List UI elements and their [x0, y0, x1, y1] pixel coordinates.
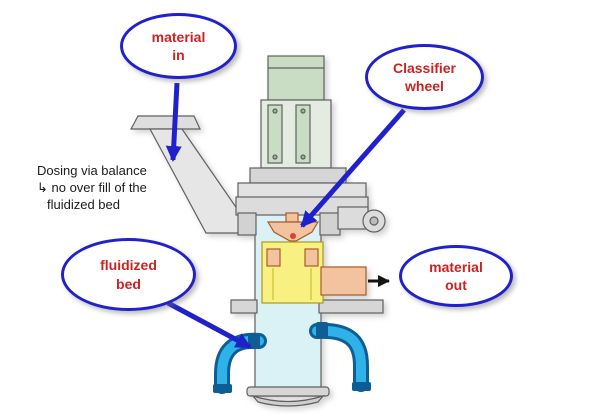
dosing-note-line3: fluidized bed: [47, 197, 120, 212]
mid-flange: [230, 299, 384, 314]
outlet-pipe: [320, 266, 367, 296]
arrow-material-in: [165, 82, 182, 162]
callout-fluidized-bed-line1: fluidized: [100, 257, 157, 274]
grinding-chamber: [261, 241, 324, 304]
vessel: [246, 211, 330, 407]
callout-material-out: material out: [399, 245, 513, 307]
callout-material-out-line1: material: [429, 258, 483, 275]
callout-material-in-line2: in: [172, 47, 185, 63]
dosing-note-line2: ↳ no over fill of the: [37, 180, 147, 195]
arrow-fluidized-bed: [166, 300, 252, 350]
machine-drawing: [129, 55, 386, 407]
callout-fluidized-bed-line2: bed: [116, 275, 141, 292]
callout-material-in: material in: [120, 13, 237, 79]
motor: [260, 55, 332, 169]
callout-classifier-wheel-line1: Classifier: [392, 59, 457, 76]
dosing-note-line1: Dosing via balance: [37, 163, 147, 178]
callout-classifier-wheel-line2: wheel: [405, 78, 444, 94]
callout-material-out-line2: out: [445, 277, 467, 293]
callout-fluidized-bed: fluidized bed: [61, 238, 196, 311]
callout-material-in-line1: material: [151, 28, 206, 45]
annotation-arrows: [165, 82, 406, 350]
arrow-classifier-wheel: [300, 108, 406, 228]
classifier-housing: [235, 196, 386, 236]
callout-classifier-wheel: Classifier wheel: [365, 44, 484, 110]
dosing-note: Dosing via balance ↳ no over fill of the…: [37, 162, 197, 213]
